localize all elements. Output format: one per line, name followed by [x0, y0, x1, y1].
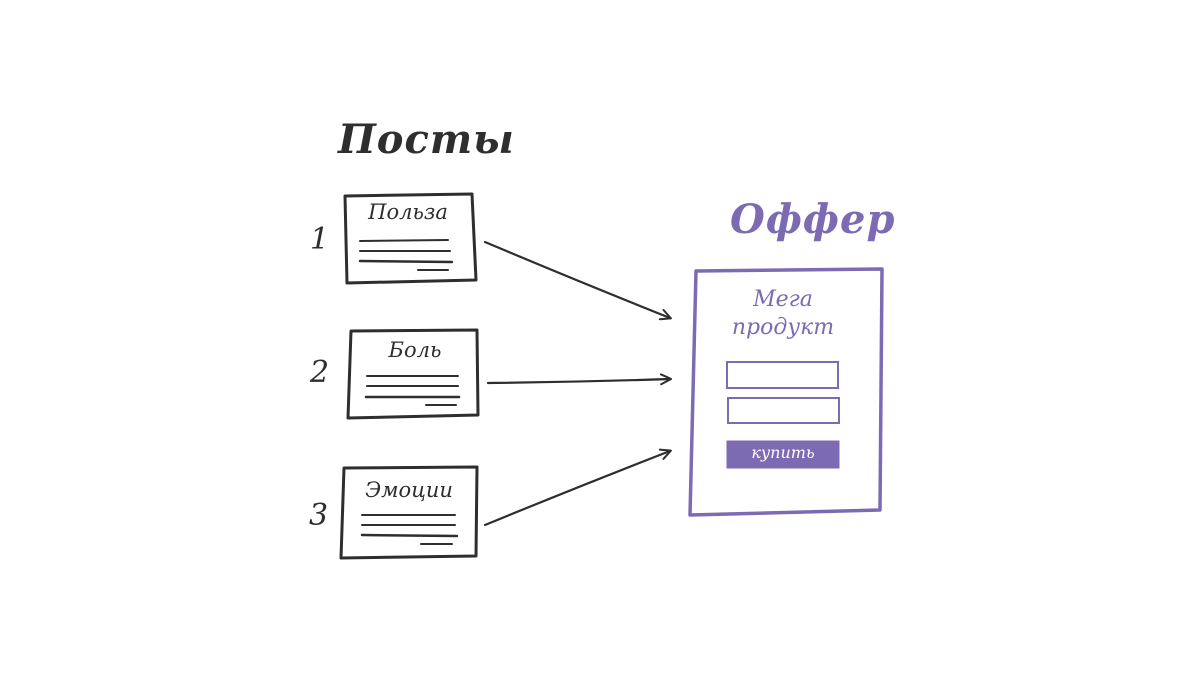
posts-section-title: Посты [338, 116, 515, 163]
arrow-post-1-to-offer [483, 240, 672, 321]
post-card-2 [346, 328, 480, 420]
post-number-1: 1 [310, 222, 330, 257]
offer-product-line-2: продукт [731, 315, 835, 340]
offer-buy-button [726, 440, 840, 469]
arrow-post-2-to-offer [486, 373, 672, 386]
arrow-post-3-to-offer [483, 448, 672, 527]
post-card-1 [343, 192, 478, 285]
offer-product-title: Мега продукт [698, 286, 868, 342]
offer-product-line-1: Мега [753, 287, 813, 312]
post-number-3: 3 [309, 498, 329, 533]
offer-buy-label: купить [751, 443, 815, 462]
post-title-3: Эмоции [365, 478, 453, 502]
offer-input-1 [726, 361, 839, 389]
post-card-3 [339, 465, 479, 560]
offer-title: Оффер [730, 196, 896, 243]
post-number-2: 2 [310, 355, 330, 390]
post-title-2: Боль [388, 338, 442, 362]
offer-input-2 [727, 397, 840, 424]
post-title-1: Польза [368, 200, 448, 224]
offer-card [688, 267, 884, 517]
